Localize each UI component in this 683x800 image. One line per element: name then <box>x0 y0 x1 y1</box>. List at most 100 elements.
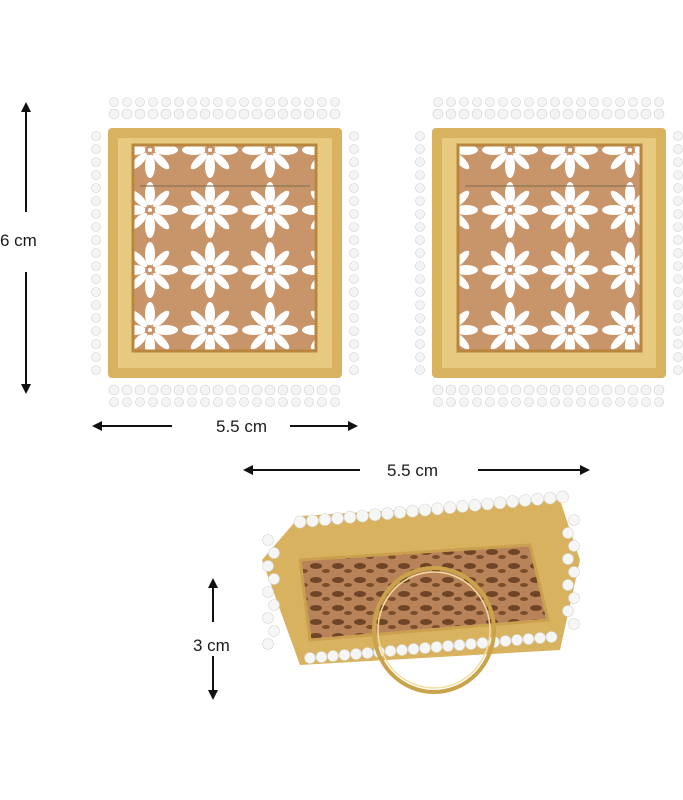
pearl-bead <box>485 397 495 407</box>
pearl-bead <box>349 313 359 323</box>
pearl-bead <box>268 573 280 585</box>
pearl-bead <box>160 108 172 120</box>
pearl-bead <box>510 108 522 120</box>
pearl-bead <box>349 261 359 271</box>
pearl-bead <box>262 586 274 598</box>
pearl-bead <box>91 287 101 297</box>
pearl-bead <box>415 326 425 336</box>
pearl-bead <box>641 97 651 107</box>
pearl-bead <box>543 491 557 505</box>
pearl-bead <box>522 633 535 645</box>
pearl-bead <box>415 183 425 193</box>
pearl-bead <box>673 352 683 362</box>
pearl-bead <box>251 384 263 396</box>
pearl-bead <box>291 397 301 407</box>
pearl-bead <box>91 274 101 284</box>
pearl-bead <box>306 514 319 528</box>
pearl-bead <box>265 397 275 407</box>
pearl-bead <box>654 97 664 107</box>
pearl-bead <box>415 170 425 180</box>
pearl-bead <box>415 274 425 284</box>
pearl-bead <box>431 502 444 516</box>
pearl-bead <box>433 397 443 407</box>
pearl-bead <box>121 384 133 396</box>
pearl-bead <box>568 618 580 630</box>
pearl-bead <box>91 222 101 232</box>
pearl-bead <box>262 560 274 572</box>
pearl-bead <box>226 397 236 407</box>
pearl-bead <box>262 534 274 546</box>
pearl-bead <box>349 339 359 349</box>
pearl-bead <box>349 300 359 310</box>
pearl-bead <box>91 313 101 323</box>
pearl-bead <box>588 384 600 396</box>
pearl-bead <box>368 508 382 522</box>
pearl-bead <box>562 579 574 591</box>
pearl-bead <box>568 540 580 552</box>
pearl-bead <box>415 313 425 323</box>
pearl-bead <box>187 397 197 407</box>
pearl-bead <box>589 397 599 407</box>
pearl-bead <box>316 384 328 396</box>
pearl-bead <box>109 397 119 407</box>
pearl-bead <box>445 108 457 120</box>
pearl-bead <box>212 108 224 120</box>
pearl-bead <box>458 384 470 396</box>
pearl-bead <box>523 384 535 396</box>
ring-height-label: 3 cm <box>193 636 230 655</box>
pearl-bead <box>640 384 652 396</box>
pearl-bead <box>213 97 223 107</box>
pearl-bead <box>458 108 470 120</box>
pearl-bead <box>173 108 185 120</box>
pearl-bead <box>511 397 521 407</box>
pearl-bead <box>225 108 237 120</box>
pearl-bead <box>349 222 359 232</box>
pearl-bead <box>304 97 314 107</box>
pearl-bead <box>134 108 146 120</box>
pearl-bead <box>432 384 444 396</box>
pearl-bead <box>161 397 171 407</box>
pearl-bead <box>497 108 509 120</box>
pearl-bead <box>91 157 101 167</box>
pearl-bead <box>549 108 561 120</box>
pearl-bead <box>562 108 574 120</box>
pearl-bead <box>174 97 184 107</box>
pearl-bead <box>265 97 275 107</box>
pearl-bead <box>200 97 210 107</box>
pearl-bead <box>108 384 120 396</box>
pearl-bead <box>315 651 328 663</box>
pearl-bead <box>349 248 359 258</box>
pearl-bead <box>575 108 587 120</box>
pearl-bead <box>442 640 454 652</box>
pearl-bead <box>349 235 359 245</box>
pearl-bead <box>317 97 327 107</box>
pearl-bead <box>278 97 288 107</box>
pearl-bead <box>615 97 625 107</box>
pearl-bead <box>186 108 198 120</box>
pearl-bead <box>252 97 262 107</box>
pearl-bead <box>91 131 101 141</box>
pearl-bead <box>304 652 316 664</box>
pearl-bead <box>524 397 534 407</box>
pearl-bead <box>459 397 469 407</box>
pearl-bead <box>108 108 120 120</box>
pearl-bead <box>653 108 665 120</box>
pearl-bead <box>349 274 359 284</box>
pearl-bead <box>415 300 425 310</box>
pearl-bead <box>396 644 408 656</box>
pearl-bead <box>673 326 683 336</box>
pearl-bead <box>268 625 280 637</box>
pearl-bead <box>653 384 665 396</box>
pearl-bead <box>213 397 223 407</box>
pearl-bead <box>673 170 683 180</box>
pearl-bead <box>262 638 274 650</box>
pearl-bead <box>331 512 344 525</box>
pearl-bead <box>277 108 289 120</box>
pearl-bead <box>199 108 211 120</box>
pearl-bead <box>536 108 548 120</box>
pearl-bead <box>563 97 573 107</box>
pearl-bead <box>673 339 683 349</box>
pearl-bead <box>523 108 535 120</box>
pearl-bead <box>330 97 340 107</box>
pearl-bead <box>471 384 483 396</box>
